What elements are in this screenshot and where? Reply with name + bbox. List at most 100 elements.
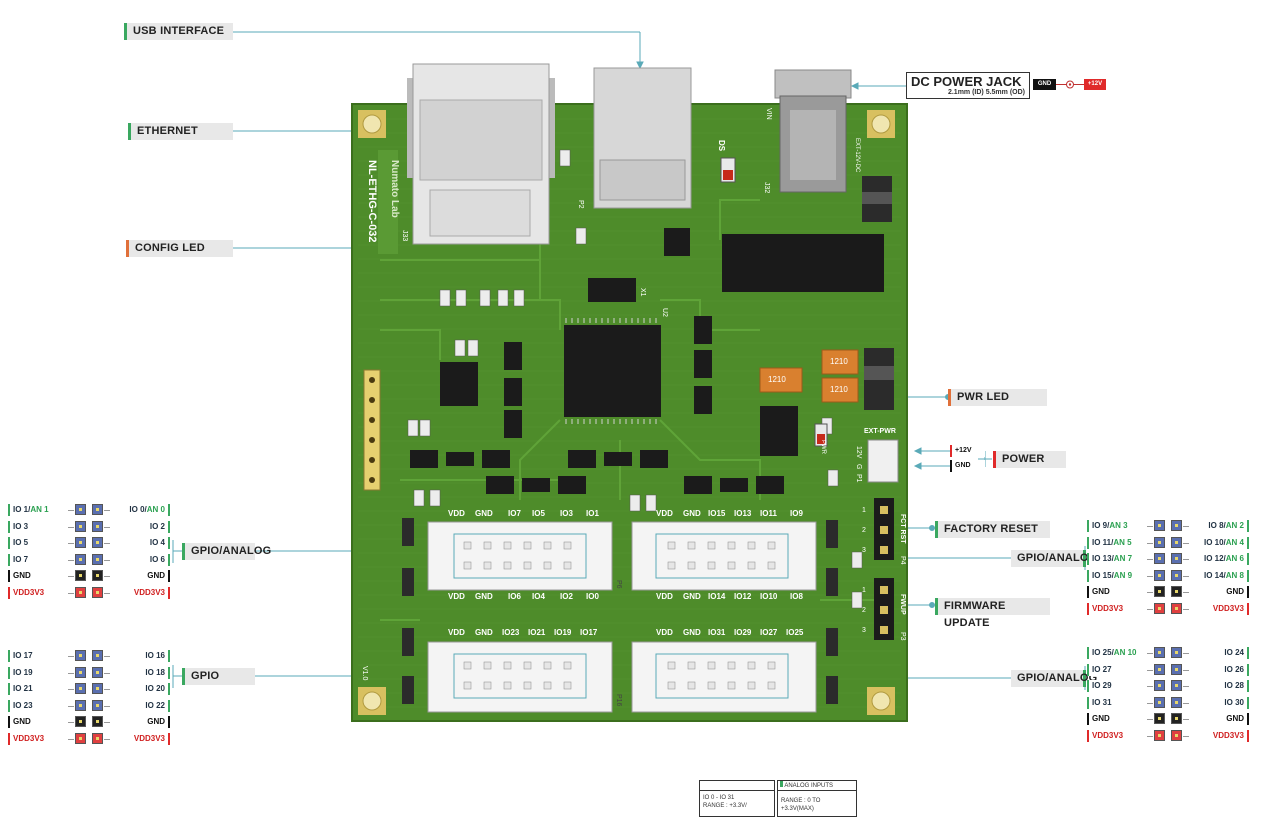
pin-pad-icon bbox=[1154, 696, 1165, 708]
pin-pad-icon bbox=[1171, 536, 1182, 548]
pin-pad-icon bbox=[1171, 663, 1182, 675]
pin-label-right: IO 10/AN 4 bbox=[1189, 536, 1249, 549]
pin-label-left: IO 9/AN 3 bbox=[1087, 520, 1148, 532]
label-ext-12v: EXT-12V-DC bbox=[854, 138, 860, 173]
legend-io-line2: RANGE : +3.3V/ bbox=[703, 803, 747, 809]
label-12v: 12V bbox=[855, 446, 862, 459]
pin-label-left: IO 19 bbox=[8, 666, 69, 679]
pin-num-a1: 1 bbox=[862, 507, 866, 514]
hdr-label: VDD bbox=[656, 509, 673, 518]
pin-connector-line bbox=[104, 576, 110, 577]
label-version: V1.0 bbox=[361, 666, 368, 681]
label-ext-pwr: EXT-PWR bbox=[864, 428, 896, 435]
pin-connector-line bbox=[68, 559, 74, 561]
pin-label-right: IO 16 bbox=[110, 650, 170, 662]
pin-label-left: GND bbox=[8, 716, 69, 728]
pin-label-right: IO 24 bbox=[1189, 647, 1249, 659]
pin-pad-icon bbox=[1171, 553, 1182, 564]
legend-analog-line1: RANGE : 0 TO +3.3V(MAX) bbox=[781, 798, 821, 812]
pin-pad-icon bbox=[92, 586, 103, 598]
hdr-label: IO2 bbox=[560, 592, 573, 601]
pin-pad-icon bbox=[92, 650, 103, 661]
hdr-label: IO27 bbox=[760, 628, 778, 637]
label-ds: DS bbox=[717, 140, 726, 152]
pin-name: GND bbox=[1226, 714, 1244, 723]
pin-pad-icon bbox=[1171, 680, 1182, 691]
pin-connector-line bbox=[1147, 592, 1153, 593]
hdr-label: IO15 bbox=[708, 509, 726, 518]
pin-row: IO 9/AN 3 IO 8/AN 2 bbox=[1087, 520, 1249, 532]
label-fct-rst: FCT RST bbox=[899, 514, 906, 544]
pin-label-right: IO 2 bbox=[110, 520, 170, 533]
pin-pad-icon bbox=[92, 520, 103, 532]
pin-name: VDD3V3 bbox=[13, 587, 45, 597]
power-pin-12v: +12V bbox=[950, 445, 985, 457]
pin-name: IO 5 bbox=[13, 538, 29, 547]
legend-io-title bbox=[700, 781, 774, 791]
pin-label-left: GND bbox=[8, 570, 69, 582]
pin-label-right: GND bbox=[110, 716, 170, 728]
pin-pad-icon bbox=[1154, 553, 1165, 564]
pin-connector-line bbox=[68, 526, 74, 528]
hdr-label: IO10 bbox=[760, 592, 778, 601]
pin-connector-line bbox=[104, 722, 110, 723]
label-u2: U2 bbox=[661, 308, 668, 317]
pin-pad-icon bbox=[92, 732, 103, 744]
hdr-label: IO7 bbox=[508, 509, 521, 518]
pin-pad-icon bbox=[75, 732, 86, 744]
hdr-label: IO5 bbox=[532, 509, 545, 518]
pin-analog-name: AN 3 bbox=[1109, 521, 1128, 530]
pin-label-left: VDD3V3 bbox=[1087, 729, 1148, 742]
board-brand-logo: Numato Lab bbox=[389, 160, 400, 218]
pin-analog-name: AN 5 bbox=[1113, 537, 1132, 547]
pin-label-left: IO 21 bbox=[8, 683, 69, 695]
label-vin: VIN bbox=[765, 108, 772, 120]
pin-row: GND GND bbox=[1087, 713, 1249, 725]
pin-analog-name: AN 9 bbox=[1113, 570, 1133, 580]
pin-connector-line bbox=[68, 738, 74, 740]
callout-pwr-led: PWR LED bbox=[948, 389, 1047, 406]
pin-label-right: IO 0/AN 0 bbox=[110, 504, 170, 516]
pin-name: GND bbox=[1092, 714, 1110, 723]
pin-connector-line bbox=[1183, 653, 1189, 654]
pin-name: IO 19 bbox=[13, 667, 33, 677]
hdr-label: IO21 bbox=[528, 628, 546, 637]
label-p3: P3 bbox=[899, 632, 906, 641]
pin-label-left: IO 11/AN 5 bbox=[1087, 536, 1148, 549]
pin-connector-line bbox=[1183, 542, 1189, 544]
pin-name: GND bbox=[1092, 587, 1110, 596]
pin-label-right: IO 6 bbox=[110, 553, 170, 566]
pin-label-left: IO 25/AN 10 bbox=[1087, 647, 1148, 659]
pin-label-right: VDD3V3 bbox=[1189, 602, 1249, 615]
cap-1210-c: 1210 bbox=[830, 385, 848, 394]
pin-connector-line bbox=[1183, 669, 1189, 671]
pin-label-right: IO 14/AN 8 bbox=[1189, 569, 1249, 582]
hdr-label: IO8 bbox=[790, 592, 803, 601]
pin-label-right: IO 8/AN 2 bbox=[1189, 520, 1249, 532]
hdr-label: IO13 bbox=[734, 509, 752, 518]
callout-gpio-analog-right-top: GPIO/ANALOG bbox=[1011, 550, 1097, 567]
pin-row: IO 25/AN 10 IO 24 bbox=[1087, 647, 1249, 659]
pin-pad-icon bbox=[75, 666, 86, 678]
pin-num-a3: 3 bbox=[862, 547, 866, 554]
pin-name: VDD3V3 bbox=[1212, 730, 1244, 740]
pin-pad-icon bbox=[92, 553, 103, 565]
pin-name: IO 9/ bbox=[1092, 521, 1110, 530]
pin-pad-icon bbox=[1154, 520, 1165, 531]
pin-connector-line bbox=[104, 656, 110, 657]
pin-pad-icon bbox=[92, 570, 103, 581]
pin-pad-icon bbox=[75, 683, 86, 694]
pin-analog-name: AN 4 bbox=[1225, 537, 1244, 547]
pin-connector-line bbox=[68, 689, 74, 690]
pin-name: GND bbox=[13, 717, 31, 726]
pin-connector-line bbox=[1147, 669, 1153, 671]
pin-analog-name: AN 1 bbox=[30, 505, 49, 514]
pin-connector-line bbox=[68, 543, 74, 544]
